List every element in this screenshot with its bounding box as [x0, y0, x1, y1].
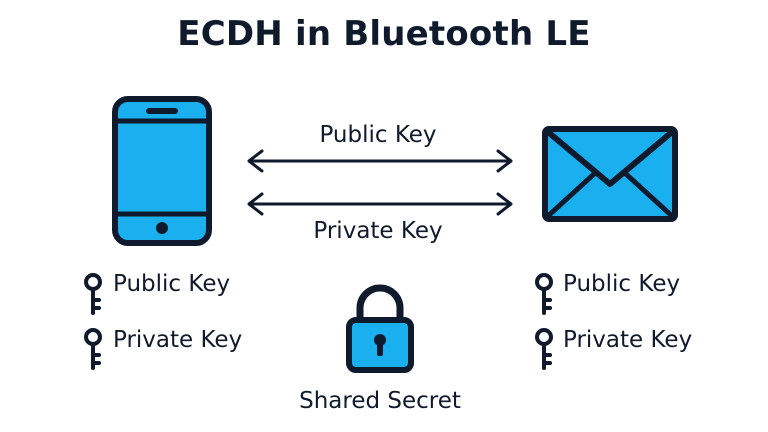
left-private-key-label: Private Key	[113, 327, 243, 353]
shared-secret-label: Shared Secret	[299, 388, 461, 414]
smartphone-icon	[112, 96, 212, 246]
exchange-arrow-bottom	[247, 192, 513, 216]
exchange-arrow-top	[247, 149, 513, 173]
diagram-title: ECDH in Bluetooth LE	[177, 14, 591, 54]
left-public-key-label: Public Key	[113, 271, 231, 297]
envelope-icon	[542, 126, 678, 222]
right-private-key-label: Private Key	[563, 327, 693, 353]
key-icon	[535, 273, 553, 315]
exchange-top-label: Public Key	[319, 122, 437, 148]
padlock-icon	[346, 284, 414, 373]
exchange-bottom-label: Private Key	[313, 218, 443, 244]
key-icon	[84, 328, 102, 370]
right-public-key-label: Public Key	[563, 271, 681, 297]
key-icon	[84, 273, 102, 315]
key-icon	[535, 328, 553, 370]
